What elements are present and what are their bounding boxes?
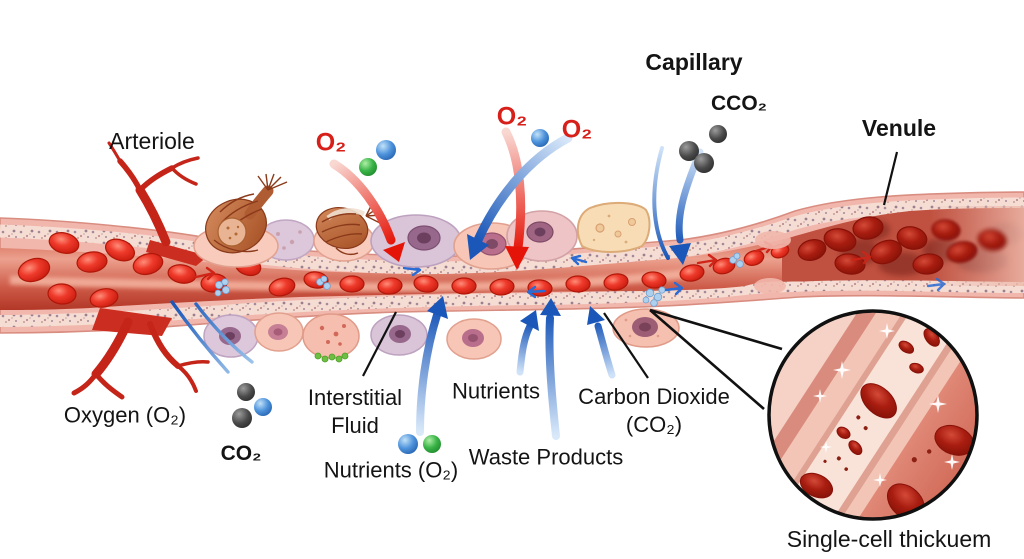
- o2-label: O₂: [561, 115, 593, 144]
- nutrient-molecule: [359, 158, 377, 176]
- cco2-label: CCO₂: [711, 91, 767, 115]
- carbon-dioxide-arrow: [594, 322, 616, 379]
- magnifier-circle: [767, 309, 979, 521]
- vessel-wall-speckle-top: [0, 197, 1024, 275]
- oxygen-arrow: [329, 159, 396, 245]
- tissue-cell-tan: [576, 202, 651, 253]
- capillary-pinch: [754, 231, 791, 294]
- nutrients-label: Nutrients: [451, 378, 541, 404]
- capillary-label: Capillary: [645, 48, 743, 75]
- muscle-spindle-cell: [193, 173, 288, 268]
- bacteria-dots: [314, 352, 349, 363]
- oxygen-molecule: [376, 140, 396, 160]
- oxygen-out-line: [170, 300, 230, 374]
- oxygen-o2-label: Oxygen (O₂): [63, 402, 187, 428]
- nutrients-o2-label: Nutrients (O₂): [323, 457, 459, 483]
- transport-arrows: [170, 127, 704, 440]
- co2-arrow: [652, 146, 670, 260]
- muscle-spindle-cell: [313, 203, 383, 262]
- carbon-dioxide-molecule: [709, 125, 727, 143]
- oxygen-molecule: [254, 398, 272, 416]
- platelet-clusters: [214, 252, 744, 307]
- arteriole-branches: [71, 141, 210, 400]
- waste-products-label: Waste Products: [468, 444, 624, 470]
- carbon-dioxide-molecule: [232, 408, 252, 428]
- magnifier-wedge-lines: [649, 308, 783, 410]
- carbon-dioxide-label: Carbon Dioxide (CO₂): [578, 384, 730, 437]
- single-cell-thick-label: Single-cell thickuem: [786, 525, 992, 552]
- co2-label: CO₂: [220, 441, 262, 465]
- nutrients-arrow: [416, 311, 441, 436]
- nutrients-arrow: [516, 322, 534, 376]
- oxygen-molecule: [398, 434, 418, 454]
- callout-lines: [362, 151, 899, 410]
- tissue-cells-upper: [193, 173, 651, 270]
- interstitial-fluid-label: Interstitial Fluid: [307, 385, 403, 438]
- waste-arrow: [545, 314, 560, 440]
- venule-label: Venule: [861, 114, 937, 141]
- o2-label: O₂: [496, 102, 528, 131]
- interstitial-pointer-line: [362, 311, 397, 377]
- arteriole-label: Arteriole: [109, 127, 195, 154]
- molecules: [232, 125, 727, 454]
- o2-label: O₂: [315, 128, 347, 157]
- flow-arrows: [194, 240, 946, 299]
- nutrient-molecule: [423, 435, 441, 453]
- oxygen-molecule: [531, 129, 549, 147]
- co2-arrow: [473, 133, 573, 245]
- venule-pointer-line: [882, 151, 899, 206]
- sparkle-icon: [813, 323, 960, 487]
- oxygen-out-line: [194, 302, 254, 364]
- carbon-dioxide-molecule: [237, 383, 255, 401]
- carbon-dioxide-molecule: [694, 153, 714, 173]
- carbon-dioxide-pointer-line: [603, 312, 649, 379]
- tissue-cells-lower: [203, 308, 680, 363]
- carbon-dioxide-molecule: [679, 141, 699, 161]
